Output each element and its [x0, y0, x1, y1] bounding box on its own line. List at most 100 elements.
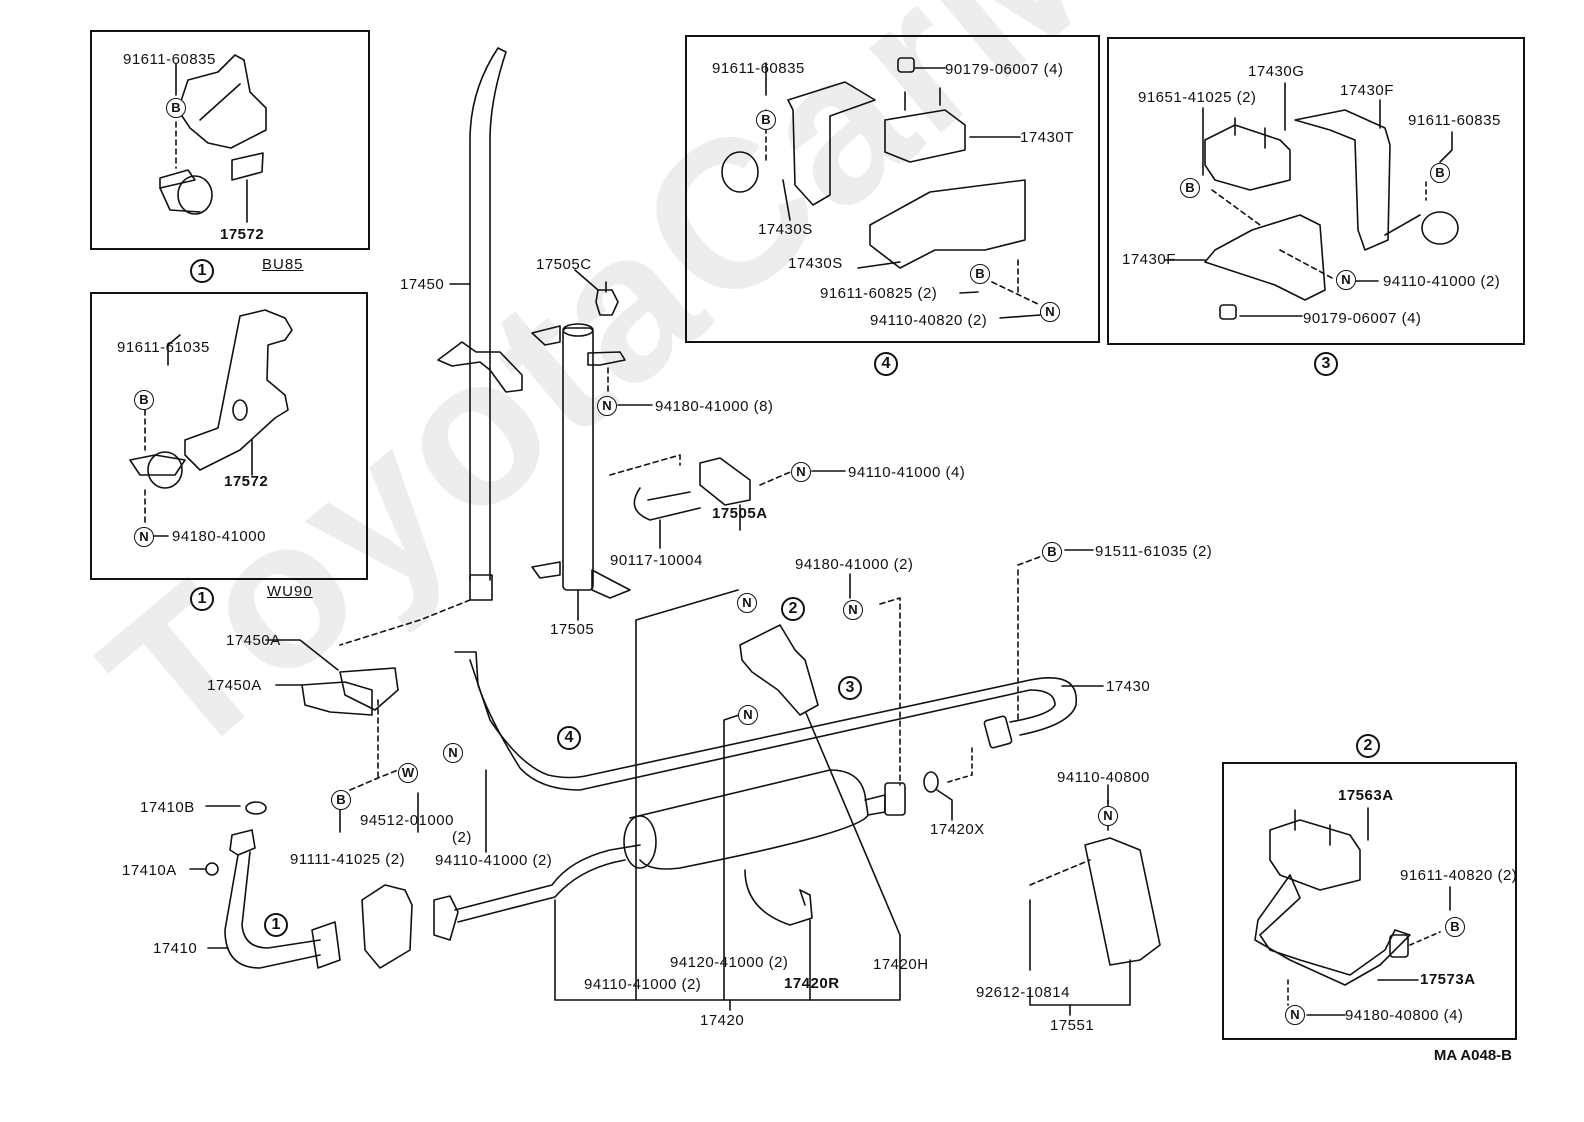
- nut-symbol-icon: N: [443, 743, 463, 763]
- bolt-symbol-icon: B: [134, 390, 154, 410]
- leader-lines: [143, 67, 1419, 1016]
- nut-8-label: 94180-41000 (8): [655, 398, 774, 415]
- nut-symbol-icon: N: [1040, 302, 1060, 322]
- variant-label-wu90: WU90: [267, 583, 313, 600]
- bolt-symbol-icon: B: [1445, 917, 1465, 937]
- ref4-bracket-a-label: 17430S: [758, 221, 813, 238]
- washer-qty-label: (2): [452, 829, 472, 846]
- variant-label-bu85: BU85: [262, 256, 304, 273]
- wu90-nut-label: 94180-41000: [172, 528, 266, 545]
- ref-marker-1: 1: [190, 587, 214, 611]
- ref4-mount-label: 17430T: [1020, 129, 1074, 146]
- clamp-bracket-label: 17505A: [712, 505, 768, 522]
- nut-4-label: 94110-41000 (4): [848, 464, 966, 481]
- clamp-a2-label: 17450A: [207, 677, 262, 694]
- bolt-symbol-icon: B: [1042, 542, 1062, 562]
- front-pipe-drawing: [205, 801, 459, 969]
- bu85-bracket-label: 17572: [220, 226, 265, 243]
- clamp-r-label: 17420R: [784, 975, 840, 992]
- mount-rubber-label: 17505C: [536, 256, 592, 273]
- nut-symbol-icon: N: [1098, 806, 1118, 826]
- bolt-symbol-icon: B: [1180, 178, 1200, 198]
- front-pipe-label: 17410: [153, 940, 198, 957]
- bolt-91511-label: 91511-61035 (2): [1095, 543, 1213, 560]
- support-pipe-drawing: [339, 281, 796, 646]
- bu85-bolt-label: 91611-60835: [123, 51, 216, 68]
- ref3-bolt-right-label: 91611-60835: [1408, 112, 1501, 129]
- clamp-drawing: [301, 667, 399, 791]
- washer-symbol-icon: W: [398, 763, 418, 783]
- wu90-bracket-label: 17572: [224, 473, 269, 490]
- tail-pipe-drawing: [437, 47, 523, 601]
- bolt-symbol-icon: B: [970, 264, 990, 284]
- ref-marker-3: 3: [838, 676, 862, 700]
- ref-marker-4: 4: [557, 726, 581, 750]
- exhaust-drawing: [339, 554, 1161, 1016]
- ref-marker-2: 2: [1356, 734, 1380, 758]
- support-label: 17505: [550, 621, 595, 638]
- ref3-bracket-bottom-label: 17430F: [1122, 251, 1176, 268]
- ubolt-label: 90117-10004: [610, 552, 703, 569]
- ref2-bracket-label: 17573A: [1420, 971, 1476, 988]
- muffler-h-label: 17420H: [873, 956, 929, 973]
- ref3-mount-label: 17430G: [1248, 63, 1305, 80]
- nut-symbol-icon: N: [1285, 1005, 1305, 1025]
- bu85-bracket-drawing: [159, 54, 267, 223]
- nut-symbol-icon: N: [737, 593, 757, 613]
- ref4-bolt-top-label: 91611-60835: [712, 60, 805, 77]
- ref-marker-3: 3: [1314, 352, 1338, 376]
- inset-wu90: [90, 292, 368, 580]
- exhaust-pipe-label: 17430: [1106, 678, 1151, 695]
- bolt-symbol-icon: B: [166, 98, 186, 118]
- diagram-code: MA A048-B: [1433, 1047, 1512, 1064]
- ref2-drawing: [1254, 807, 1451, 1006]
- protector-label: 17551: [1050, 1017, 1095, 1034]
- ref3-nut-bottom-label: 90179-06007 (4): [1303, 310, 1422, 327]
- washer-part-label: 94512-01000: [360, 812, 454, 829]
- ref2-bolt-label: 91611-40820 (2): [1400, 867, 1518, 884]
- nut-symbol-icon: N: [1336, 270, 1356, 290]
- wu90-bracket-drawing: [129, 309, 293, 526]
- inset-bu85: [90, 30, 370, 250]
- tail-pipe-label: 17450: [400, 276, 445, 293]
- inset-ref2: [1222, 762, 1517, 1040]
- nut-symbol-icon: N: [738, 705, 758, 725]
- wu90-bolt-label: 91611-61035: [117, 339, 210, 356]
- ref4-drawing: [721, 57, 1041, 306]
- nut-symbol-icon: N: [843, 600, 863, 620]
- nut-symbol-icon: N: [597, 396, 617, 416]
- screw-label: 92612-10814: [976, 984, 1070, 1001]
- ref2-mount-label: 17563A: [1338, 787, 1394, 804]
- bolt-symbol-icon: B: [756, 110, 776, 130]
- ref4-bracket-b-label: 17430S: [788, 255, 843, 272]
- ref3-drawing: [1202, 82, 1459, 320]
- nut-94110-b-label: 94110-41000 (2): [584, 976, 702, 993]
- ref2-nut-label: 94180-40800 (4): [1345, 1007, 1464, 1024]
- nut-94120-label: 94120-41000 (2): [670, 954, 789, 971]
- inset-ref3: [1107, 37, 1525, 345]
- clamp-a1-label: 17450A: [226, 632, 281, 649]
- nut-94110-40800-label: 94110-40800: [1057, 769, 1150, 786]
- nut-a-label: 17410A: [122, 862, 177, 879]
- nut-symbol-icon: N: [791, 462, 811, 482]
- ref-marker-4: 4: [874, 352, 898, 376]
- ref3-bracket-top-label: 17430F: [1340, 82, 1394, 99]
- ref-marker-2: 2: [781, 597, 805, 621]
- ref4-nut-bottom-label: 94110-40820 (2): [870, 312, 988, 329]
- muffler-assy-label: 17420: [700, 1012, 745, 1029]
- inset-ref4: [685, 35, 1100, 343]
- bolt-symbol-icon: B: [331, 790, 351, 810]
- nut-94110-2-label: 94110-41000 (2): [435, 852, 553, 869]
- nut-symbol-icon: N: [134, 527, 154, 547]
- ref-marker-1: 1: [264, 913, 288, 937]
- gasket-b-label: 17410B: [140, 799, 195, 816]
- ref3-nut-label: 94110-41000 (2): [1383, 273, 1501, 290]
- ref4-bolt-bottom-label: 91611-60825 (2): [820, 285, 938, 302]
- ref3-bolt-left-label: 91651-41025 (2): [1138, 89, 1257, 106]
- ref4-nut-top-label: 90179-06007 (4): [945, 61, 1064, 78]
- nut-2a-label: 94180-41000 (2): [795, 556, 914, 573]
- ref-marker-1: 1: [190, 259, 214, 283]
- bolt-symbol-icon: B: [1430, 163, 1450, 183]
- bolt-91111-label: 91111-41025 (2): [290, 851, 406, 868]
